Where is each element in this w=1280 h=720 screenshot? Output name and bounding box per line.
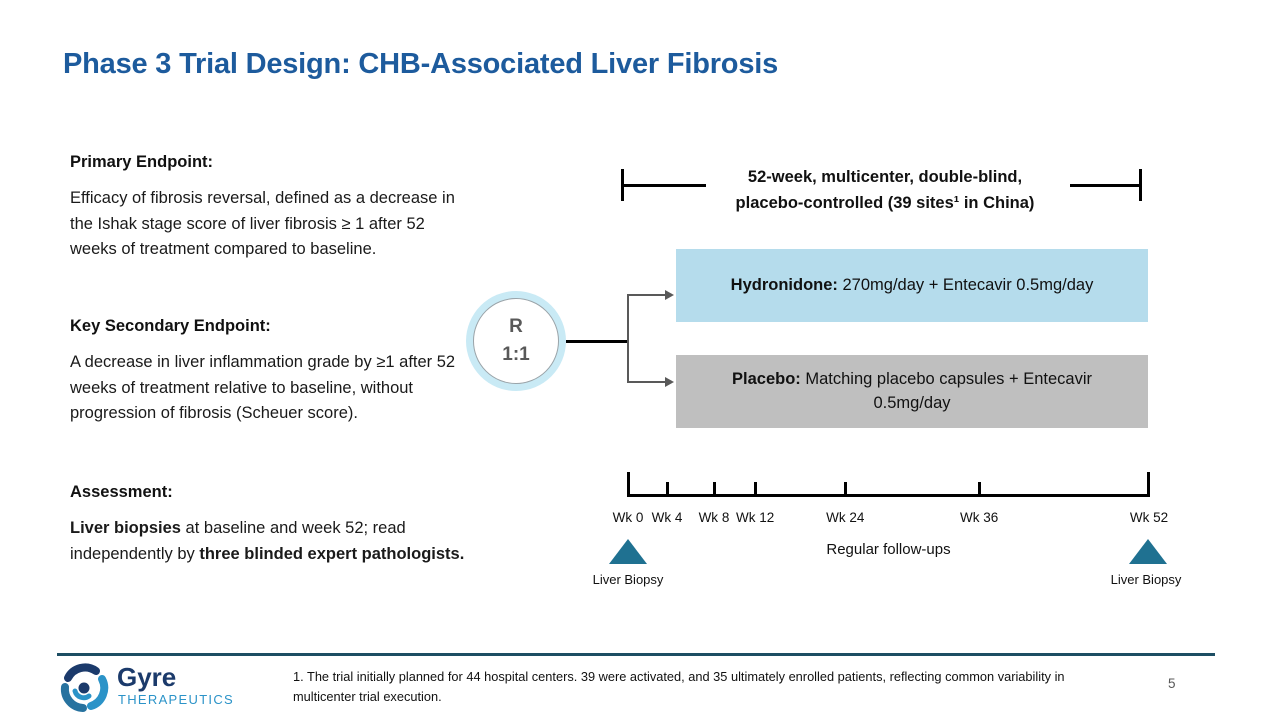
randomization-ratio: 1:1 (502, 344, 530, 365)
gyre-logo-icon (60, 663, 109, 712)
bracket-right-tick (1139, 169, 1142, 201)
bracket-left-line (621, 184, 706, 187)
biopsy-label-left: Liver Biopsy (592, 572, 664, 587)
assessment-body: Liver biopsies at baseline and week 52; … (70, 516, 466, 567)
timeline-label-wk0: Wk 0 (612, 510, 644, 525)
timeline-tick-wk52 (1147, 472, 1150, 497)
placebo-arm-name: Placebo: (732, 369, 801, 388)
biopsy-label-right: Liver Biopsy (1110, 572, 1182, 587)
followups-label: Regular follow-ups (826, 541, 951, 558)
timeline-label-wk12: Wk 12 (735, 510, 775, 525)
logo-company-name: Gyre (117, 662, 177, 692)
assessment-bold-1: Liver biopsies (70, 519, 181, 538)
timeline-label-wk52: Wk 52 (1129, 510, 1169, 525)
page-title: Phase 3 Trial Design: CHB-Associated Liv… (63, 48, 779, 80)
timeline-label-wk36: Wk 36 (960, 510, 999, 525)
biopsy-marker-right-icon (1129, 539, 1167, 564)
study-design-caption-line1: 52-week, multicenter, double-blind, (747, 168, 1023, 186)
primary-endpoint-section: Primary Endpoint: Efficacy of fibrosis r… (70, 150, 466, 263)
primary-endpoint-heading: Primary Endpoint: (70, 153, 214, 171)
placebo-arm-text: Placebo: Matching placebo capsules + Ent… (711, 368, 1113, 416)
randomization-letter: R (509, 316, 523, 338)
timeline-tick-wk4 (666, 482, 670, 497)
secondary-endpoint-body: A decrease in liver inflammation grade b… (70, 353, 456, 423)
connector-bottom-line (627, 381, 666, 383)
placebo-arm-box: Placebo: Matching placebo capsules + Ent… (676, 355, 1148, 428)
page-number: 5 (1168, 676, 1176, 691)
secondary-endpoint-heading: Key Secondary Endpoint: (70, 317, 271, 335)
arrowhead-bottom-icon (665, 377, 674, 387)
footer-divider (57, 653, 1215, 656)
treatment-arm-box: Hydronidone: 270mg/day + Entecavir 0.5mg… (676, 249, 1148, 322)
timeline-label-wk24: Wk 24 (826, 510, 865, 525)
placebo-arm-dose: Matching placebo capsules + Entecavir 0.… (800, 369, 1092, 412)
footnote: 1. The trial initially planned for 44 ho… (293, 669, 1065, 704)
timeline-label-wk8: Wk 8 (698, 510, 730, 525)
randomization-circle-inner: R 1:1 (473, 298, 559, 384)
study-timeline: Wk 0 Wk 4 Wk 8 Wk 12 Wk 24 Wk 36 Wk 52 (613, 472, 1168, 532)
logo-company-subtitle: THERAPEUTICS (118, 692, 235, 707)
treatment-arm-name: Hydronidone: (730, 275, 838, 294)
study-design-caption: 52-week, multicenter, double-blind, plac… (640, 164, 1130, 216)
timeline-tick-wk24 (844, 482, 848, 497)
timeline-tick-wk36 (978, 482, 982, 497)
primary-endpoint-body: Efficacy of fibrosis reversal, defined a… (70, 189, 455, 259)
randomization-circle: R 1:1 (466, 291, 566, 391)
treatment-arm-dose: 270mg/day + Entecavir 0.5mg/day (837, 275, 1094, 294)
timeline-axis (628, 494, 1149, 497)
biopsy-marker-left-icon (609, 539, 647, 564)
bracket-right-line (1070, 184, 1141, 187)
timeline-tick-wk0 (627, 472, 630, 497)
assessment-section: Assessment: Liver biopsies at baseline a… (70, 480, 466, 567)
assessment-bold-2: three blinded expert pathologists. (199, 544, 465, 563)
timeline-tick-wk8 (712, 482, 716, 497)
connector-vertical-line (627, 295, 629, 383)
treatment-arm-text: Hydronidone: 270mg/day + Entecavir 0.5mg… (731, 274, 1094, 298)
timeline-label-wk4: Wk 4 (651, 510, 683, 525)
study-design-caption-line2: placebo-controlled (39 sites¹ in China) (735, 194, 1035, 213)
assessment-mid: at baseline and week 52; read independen… (70, 519, 406, 563)
assessment-heading: Assessment: (70, 483, 173, 501)
connector-top-line (627, 294, 666, 296)
connector-main-line (566, 340, 627, 343)
arrowhead-top-icon (665, 290, 674, 300)
secondary-endpoint-section: Key Secondary Endpoint: A decrease in li… (70, 314, 466, 427)
timeline-tick-wk12 (754, 482, 758, 497)
